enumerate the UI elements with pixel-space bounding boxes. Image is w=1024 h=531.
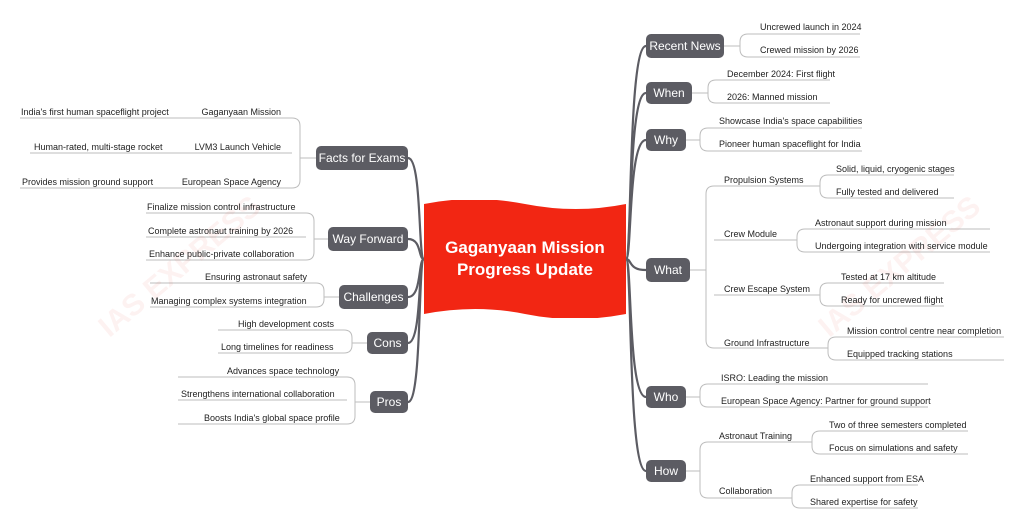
leaf-international-collaboration: Strengthens international collaboration	[181, 389, 335, 399]
leaf-tested-altitude: Tested at 17 km altitude	[841, 272, 937, 282]
rb-when-bracket	[707, 79, 717, 104]
group-crew-module: Crew Module	[724, 229, 778, 239]
lb-facts-bracket	[291, 117, 301, 189]
rb-crew-bracket	[796, 228, 806, 253]
leaf-propulsion-tested: Fully tested and delivered	[836, 187, 939, 197]
leaf-astronaut-safety: Ensuring astronaut safety	[205, 272, 308, 282]
leaf-crewed-mission: Crewed mission by 2026	[760, 45, 859, 55]
leaf-finalize-infrastructure: Finalize mission control infrastructure	[147, 202, 296, 212]
group-ground-infrastructure: Ground Infrastructure	[724, 338, 810, 348]
leaf-pioneer-spaceflight: Pioneer human spaceflight for India	[719, 139, 861, 149]
leaf-first-flight: December 2024: First flight	[727, 69, 836, 79]
rb-prop-bracket	[819, 174, 829, 199]
leaf-esa-partner: European Space Agency: Partner for groun…	[721, 396, 931, 406]
branch-cons[interactable]: Cons	[367, 332, 408, 354]
rb-ground-bracket	[827, 336, 837, 361]
leaf-support-esa: Enhanced support from ESA	[810, 474, 925, 484]
rb-who-bracket	[699, 383, 709, 408]
rb-why-bracket	[699, 127, 709, 152]
rb-recent-bracket	[739, 33, 749, 58]
leaf-ready-uncrewed: Ready for uncrewed flight	[841, 295, 944, 305]
leaf-astronaut-support: Astronaut support during mission	[815, 218, 947, 228]
branch-who[interactable]: Who	[646, 386, 686, 408]
leaf-long-timelines: Long timelines for readiness	[221, 342, 334, 352]
leaf-shared-expertise: Shared expertise for safety	[810, 497, 918, 507]
leaf-propulsion-stages: Solid, liquid, cryogenic stages	[836, 164, 955, 174]
leaf-human-rated-rocket: Human-rated, multi-stage rocket	[34, 142, 163, 152]
group-crew-escape-system: Crew Escape System	[724, 284, 811, 294]
central-topic-title: Gaganyaan Mission Progress Update	[445, 238, 605, 279]
leaf-mission-control: Mission control centre near completion	[847, 326, 1002, 336]
leaf-uncrewed-launch: Uncrewed launch in 2024	[760, 22, 862, 32]
connector-how	[624, 257, 648, 473]
connector-pros	[406, 257, 426, 404]
rb-training-bracket	[811, 430, 821, 455]
rb-what-bracket	[705, 185, 715, 349]
leaf-ground-support: Provides mission ground support	[22, 177, 154, 187]
group-european-space-agency: European Space Agency	[181, 177, 281, 187]
branch-recent-news[interactable]: Recent News	[646, 34, 724, 58]
leaf-systems-integration: Managing complex systems integration	[151, 296, 307, 306]
leaf-module-integration: Undergoing integration with service modu…	[815, 241, 988, 251]
branch-what[interactable]: What	[646, 258, 690, 282]
rb-how-bracket	[699, 441, 709, 499]
group-collaboration: Collaboration	[719, 486, 773, 496]
rb-collab-bracket	[791, 484, 801, 509]
leaf-first-human-spaceflight: India's first human spaceflight project	[21, 107, 169, 117]
branch-facts-for-exams[interactable]: Facts for Exams	[316, 146, 408, 170]
connector-facts	[407, 156, 426, 261]
connector-why	[624, 138, 647, 261]
branch-how[interactable]: How	[646, 460, 686, 482]
leaf-manned-mission: 2026: Manned mission	[727, 92, 818, 102]
lb-way-bracket	[305, 212, 315, 261]
lb-cons-bracket	[343, 329, 353, 354]
leaf-showcase-capabilities: Showcase India's space capabilities	[719, 116, 863, 126]
branch-pros[interactable]: Pros	[370, 391, 408, 413]
leaf-development-costs: High development costs	[238, 319, 335, 329]
leaf-semesters-completed: Two of three semesters completed	[829, 420, 967, 430]
branch-when[interactable]: When	[646, 82, 692, 104]
group-lvm3-launch-vehicle: LVM3 Launch Vehicle	[194, 142, 281, 152]
leaf-complete-training: Complete astronaut training by 2026	[148, 226, 294, 236]
leaf-public-private: Enhance public-private collaboration	[149, 249, 295, 259]
branch-way-forward[interactable]: Way Forward	[328, 227, 408, 251]
branch-challenges[interactable]: Challenges	[339, 285, 408, 309]
lb-pros-bracket	[346, 376, 356, 425]
lb-chal-bracket	[315, 282, 325, 308]
branch-why[interactable]: Why	[646, 129, 686, 151]
leaf-advances-technology: Advances space technology	[227, 366, 340, 376]
leaf-isro-leading: ISRO: Leading the mission	[721, 373, 829, 383]
rb-escape-bracket	[819, 282, 829, 307]
group-astronaut-training: Astronaut Training	[719, 431, 793, 441]
leaf-simulations-safety: Focus on simulations and safety	[829, 443, 958, 453]
leaf-tracking-stations: Equipped tracking stations	[847, 349, 953, 359]
group-gaganyaan-mission: Gaganyaan Mission	[201, 107, 281, 117]
central-topic-shape	[424, 200, 626, 318]
central-topic[interactable]: Gaganyaan Mission Progress Update	[424, 200, 626, 318]
leaf-global-profile: Boosts India's global space profile	[204, 413, 340, 423]
group-propulsion-systems: Propulsion Systems	[724, 175, 804, 185]
